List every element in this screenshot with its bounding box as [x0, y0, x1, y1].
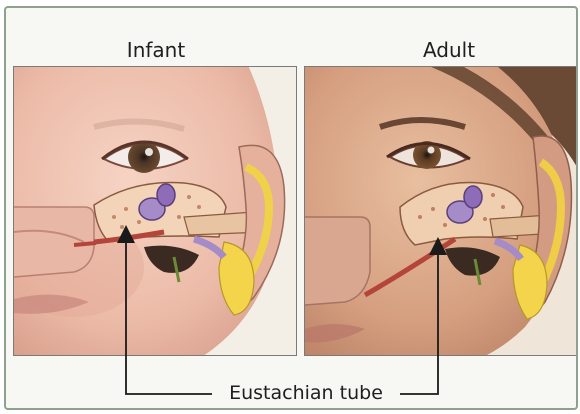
figure-frame: Infant Adult — [4, 6, 578, 410]
infant-leader-arrow — [126, 234, 212, 394]
adult-leader-arrow — [400, 246, 438, 394]
eustachian-tube-leader-lines — [6, 8, 578, 410]
eustachian-tube-label: Eustachian tube — [229, 382, 383, 404]
